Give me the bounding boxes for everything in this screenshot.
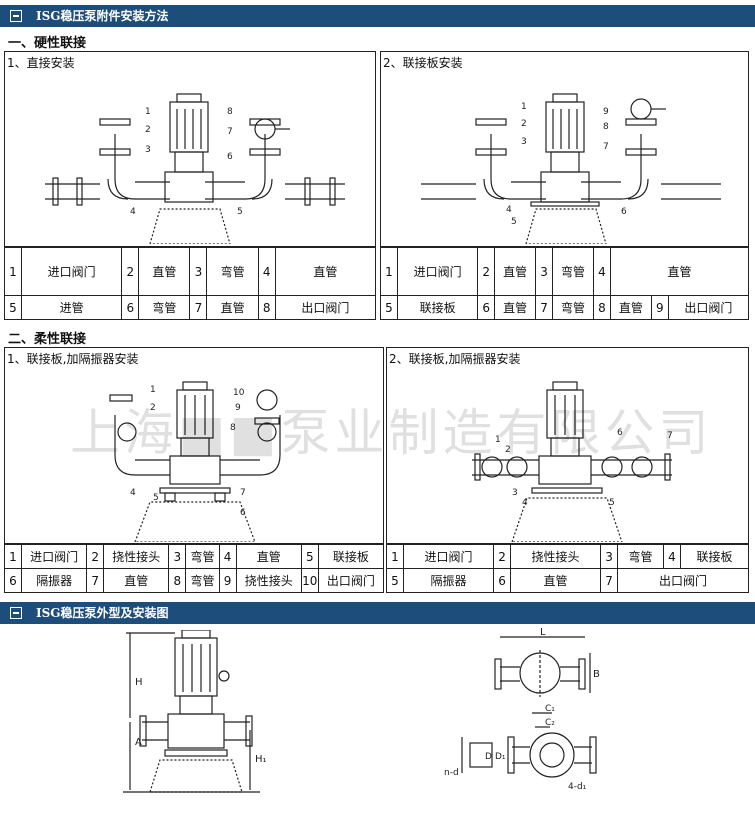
- svg-text:6: 6: [227, 152, 233, 162]
- svg-text:5: 5: [511, 217, 517, 227]
- svg-text:3: 3: [521, 137, 527, 147]
- svg-text:1: 1: [495, 435, 501, 445]
- panel-direct-install: 1、直接安装 1 2 3 4 5 6 7 8: [4, 51, 376, 247]
- panel-title: 2、联接板,加隔振器安装: [389, 352, 521, 366]
- svg-text:7: 7: [240, 488, 246, 498]
- svg-text:10: 10: [233, 388, 245, 398]
- svg-text:3: 3: [512, 488, 518, 498]
- svg-text:4: 4: [506, 205, 512, 215]
- direct-install-drawing: 1 2 3 4 5 6 7 8: [45, 93, 345, 244]
- section-icon: [10, 607, 22, 619]
- svg-text:4: 4: [130, 488, 136, 498]
- svg-text:8: 8: [603, 122, 609, 132]
- pump-top-view-drawing: L B C₁ C₂ D D₁ n-d 4-d₁: [444, 627, 600, 792]
- svg-text:3: 3: [145, 145, 151, 155]
- plate-isolator-drawing-1: 1 2 4 5 6 7 8 9 10: [109, 381, 281, 542]
- svg-text:5: 5: [237, 207, 243, 217]
- svg-text:2: 2: [145, 125, 151, 135]
- svg-text:1: 1: [150, 385, 156, 395]
- dim-label-d1: D₁: [495, 752, 506, 762]
- svg-text:8: 8: [230, 423, 236, 433]
- panel-plate-install: 2、联接板安装 1 2 3 4 5 6 7 8 9: [380, 51, 749, 247]
- section-header-dimensions: ISG稳压泵外型及安装图: [0, 602, 755, 624]
- svg-text:9: 9: [235, 403, 241, 413]
- svg-text:1: 1: [145, 107, 151, 117]
- dim-label-l: L: [540, 627, 546, 638]
- svg-text:1: 1: [521, 102, 527, 112]
- pump-side-view-drawing: H A H₁: [123, 630, 267, 793]
- dim-label-h1: H₁: [255, 754, 267, 765]
- section-icon: [10, 10, 22, 22]
- svg-text:6: 6: [621, 207, 627, 217]
- dim-label-b: B: [593, 669, 600, 680]
- svg-text:2: 2: [521, 119, 527, 129]
- dim-label-h: H: [135, 677, 143, 688]
- svg-text:8: 8: [227, 107, 233, 117]
- svg-text:5: 5: [153, 493, 159, 503]
- svg-text:6: 6: [617, 428, 623, 438]
- svg-text:7: 7: [227, 127, 233, 137]
- svg-text:2: 2: [505, 445, 511, 455]
- svg-text:7: 7: [667, 431, 673, 441]
- svg-text:4: 4: [522, 498, 528, 508]
- panel-title: 2、联接板安装: [383, 56, 463, 70]
- dim-label-a: A: [135, 737, 142, 748]
- dim-label-d: D: [485, 752, 492, 762]
- panel-plate-isolator-1: 1、联接板,加隔振器安装 1 2 4 5 6 7 8 9 10: [4, 347, 384, 544]
- panel-title: 1、联接板,加隔振器安装: [7, 352, 139, 366]
- plate-install-drawing: 1 2 3 4 5 6 7 8 9: [421, 93, 721, 244]
- section-flexible-title: 二、柔性联接: [8, 332, 87, 347]
- section-rigid-title: 一、硬性联接: [8, 36, 87, 51]
- svg-text:2: 2: [150, 403, 156, 413]
- svg-text:4: 4: [130, 207, 136, 217]
- svg-text:6: 6: [240, 508, 246, 518]
- panel-title: 1、直接安装: [7, 56, 75, 70]
- svg-text:9: 9: [603, 107, 609, 117]
- watermark-text: 上海■■泵业制造有限公司: [70, 404, 713, 462]
- dim-label-c2: C₂: [545, 718, 555, 728]
- dim-label-4d1: 4-d₁: [568, 782, 587, 792]
- dim-label-c1: C₁: [545, 704, 555, 714]
- section-header-accessories: ISG稳压泵附件安装方法: [0, 5, 755, 27]
- dim-label-nd: n-d: [444, 768, 459, 778]
- svg-text:5: 5: [609, 498, 615, 508]
- svg-text:7: 7: [603, 142, 609, 152]
